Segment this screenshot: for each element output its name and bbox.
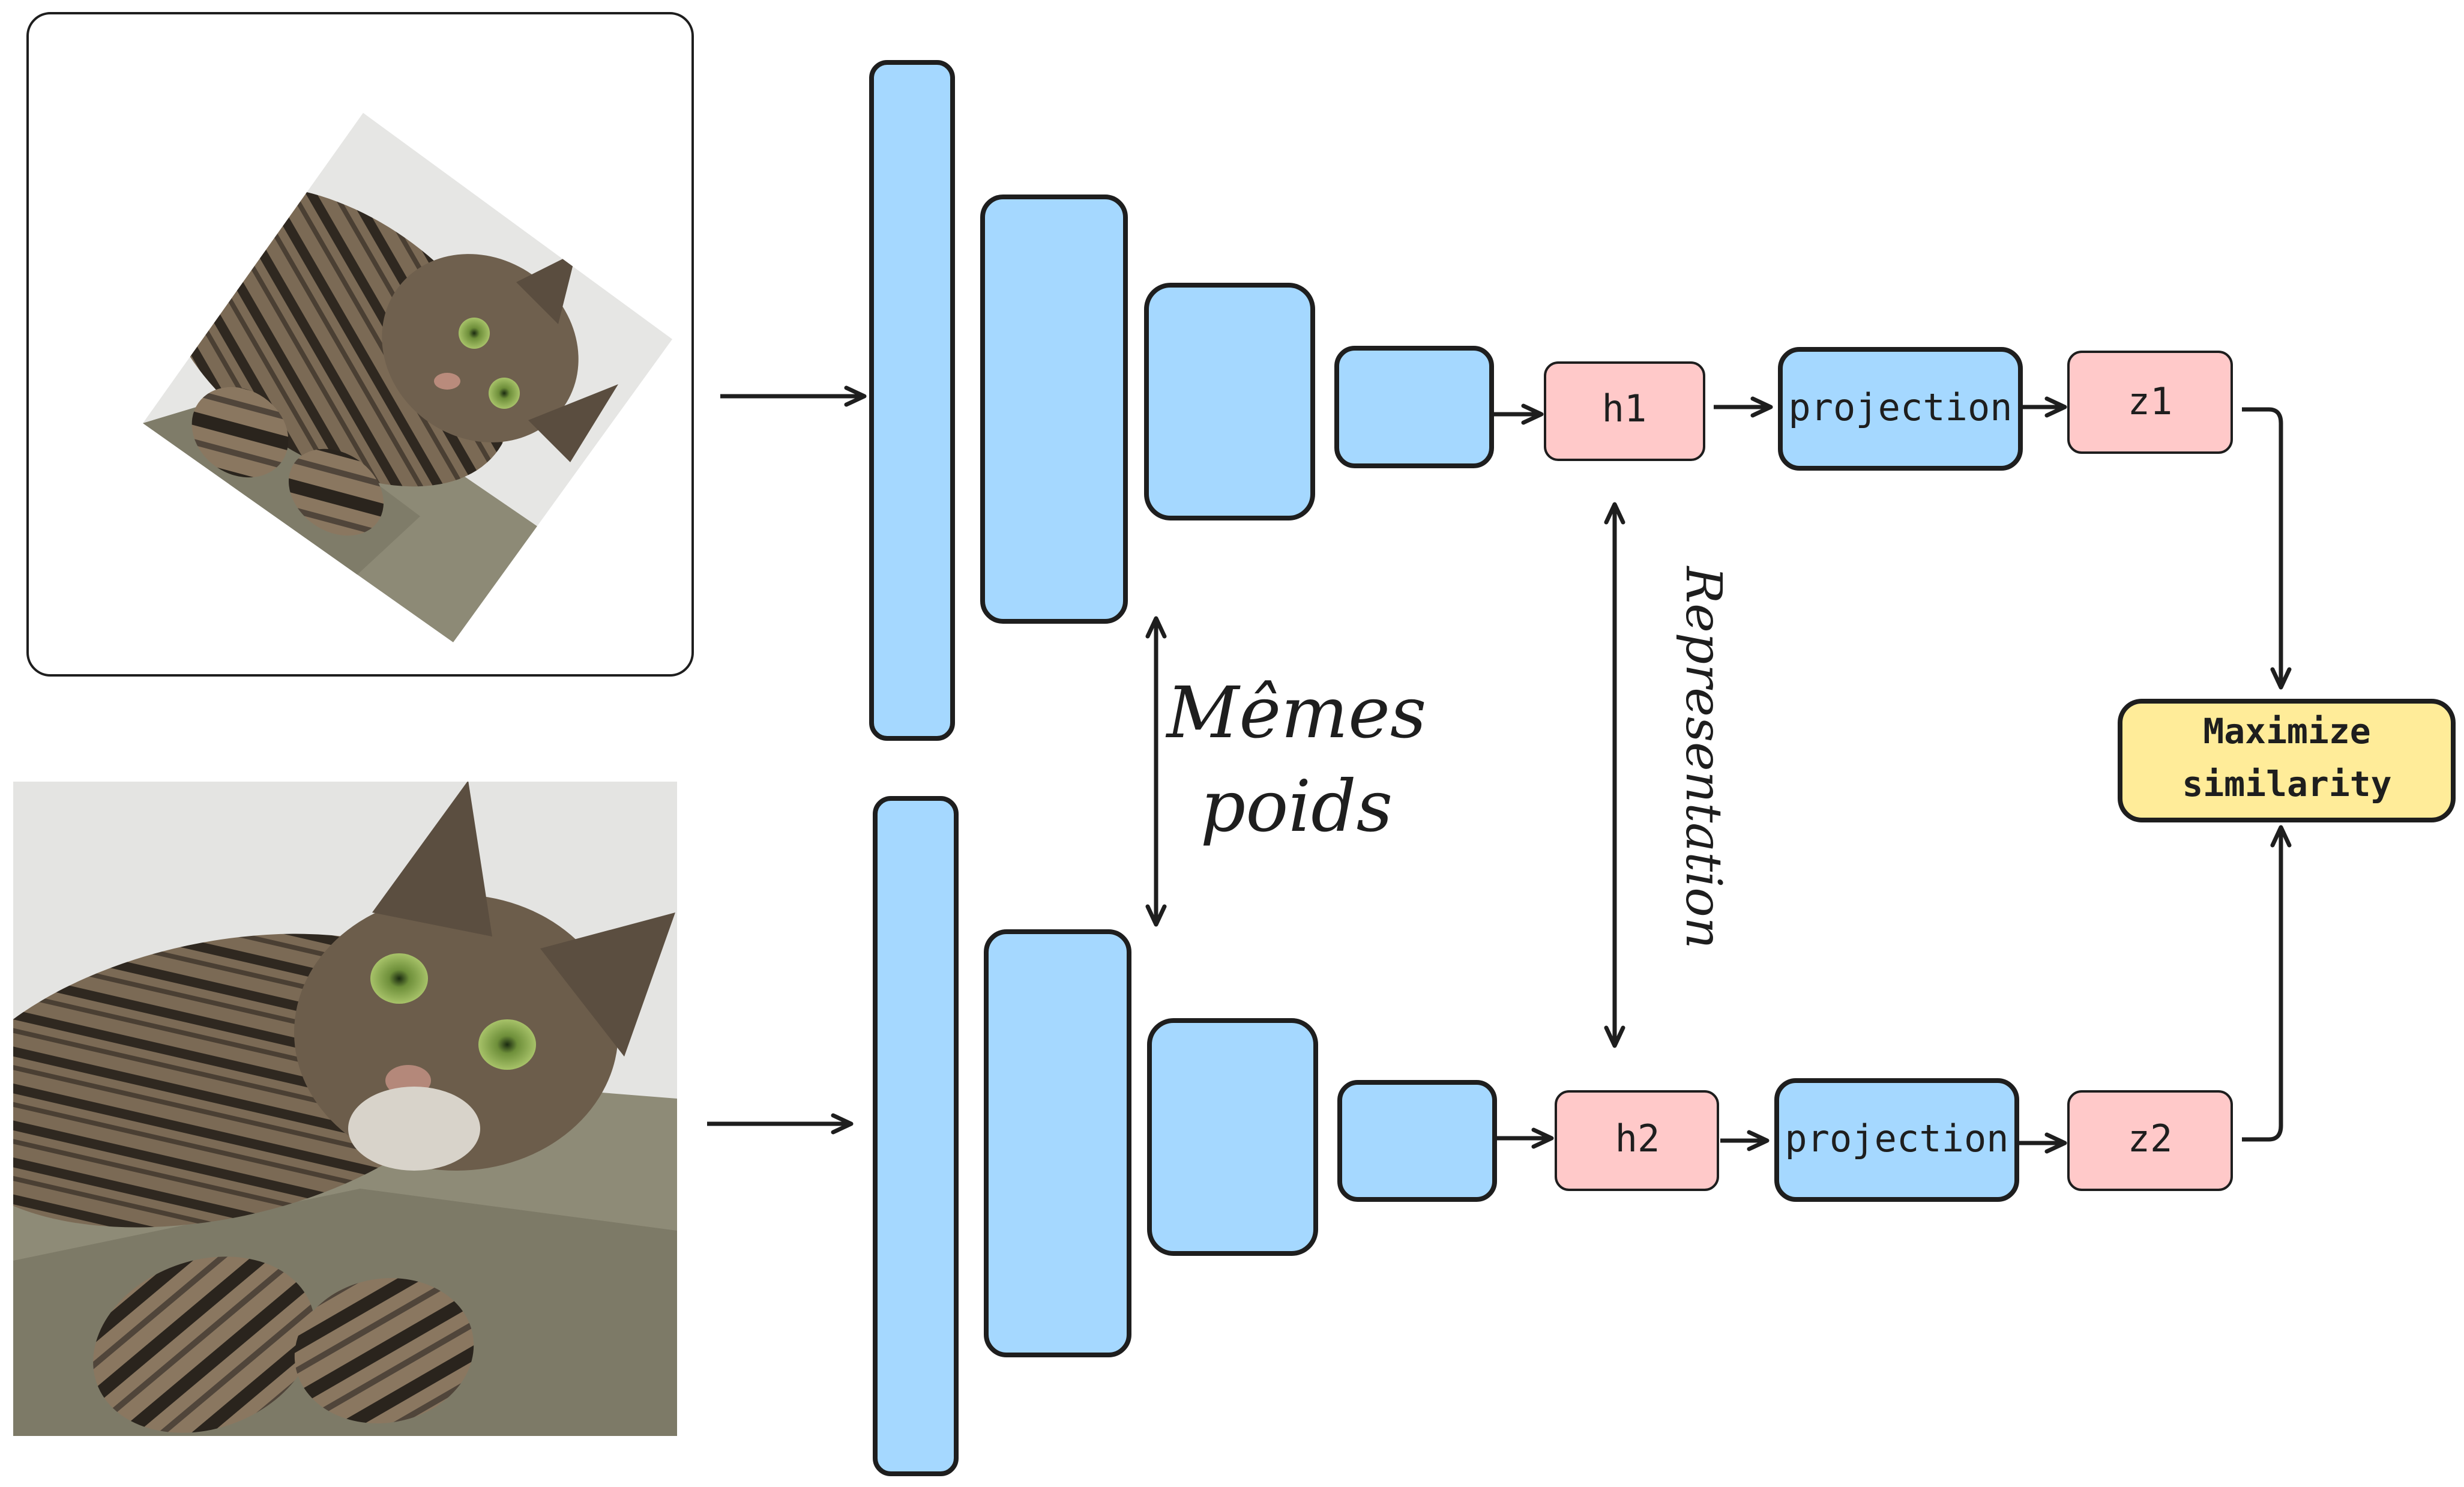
z2-box	[2067, 1090, 2233, 1191]
h2-label: h2	[1615, 1117, 1660, 1160]
maximize-label-line2: similarity	[2182, 764, 2391, 804]
top-encoder-layer-3	[1144, 283, 1315, 520]
bottom-encoder-layer-4	[1337, 1080, 1497, 1202]
bottom-encoder	[873, 796, 1497, 1476]
bottom-encoder-layer-2	[984, 929, 1131, 1357]
top-encoder	[869, 60, 1494, 741]
maximize-label-line1: Maximize	[2203, 711, 2370, 752]
z2-to-objective-arrow	[2242, 825, 2292, 1142]
h2-box	[1555, 1090, 1719, 1191]
bottom-encoder-layer-3	[1147, 1018, 1318, 1256]
h1-box	[1544, 361, 1705, 461]
z1-to-objective-arrow	[2242, 407, 2292, 690]
bottom-encoder-layer-1	[873, 796, 959, 1476]
top-projection-label: projection	[1788, 385, 2012, 429]
representation-label: Representation	[1675, 565, 1732, 949]
z1-box	[2067, 351, 2233, 454]
bottom-cat-photo	[13, 782, 677, 1436]
top-encoder-layer-1	[869, 60, 955, 741]
maximize-similarity-box	[2118, 699, 2456, 822]
bottom-projection-box	[1774, 1078, 2019, 1202]
top-encoder-layer-2	[980, 195, 1128, 624]
top-image-panel	[26, 12, 694, 677]
z2-label: z2	[2128, 1117, 2173, 1160]
memes-poids-label-line1: Mêmes	[1166, 671, 1427, 754]
bottom-projection-label: projection	[1785, 1117, 2008, 1160]
memes-poids-label-line2: poids	[1200, 765, 1393, 848]
z1-label: z1	[2128, 379, 2173, 423]
h1-label: h1	[1602, 387, 1647, 430]
top-encoder-layer-4	[1334, 346, 1494, 468]
